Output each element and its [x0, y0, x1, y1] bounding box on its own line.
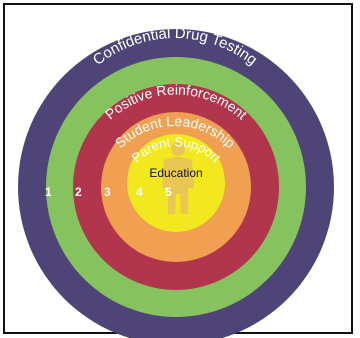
person-silhouette-icon: [162, 142, 194, 214]
ring-3-number: 3: [104, 185, 111, 199]
ring-4-number: 4: [136, 185, 143, 199]
ring-1-number: 1: [45, 185, 52, 199]
ring-5-number: 5: [165, 185, 172, 199]
center-label: Education: [149, 166, 202, 180]
ring-2-number: 2: [75, 185, 82, 199]
